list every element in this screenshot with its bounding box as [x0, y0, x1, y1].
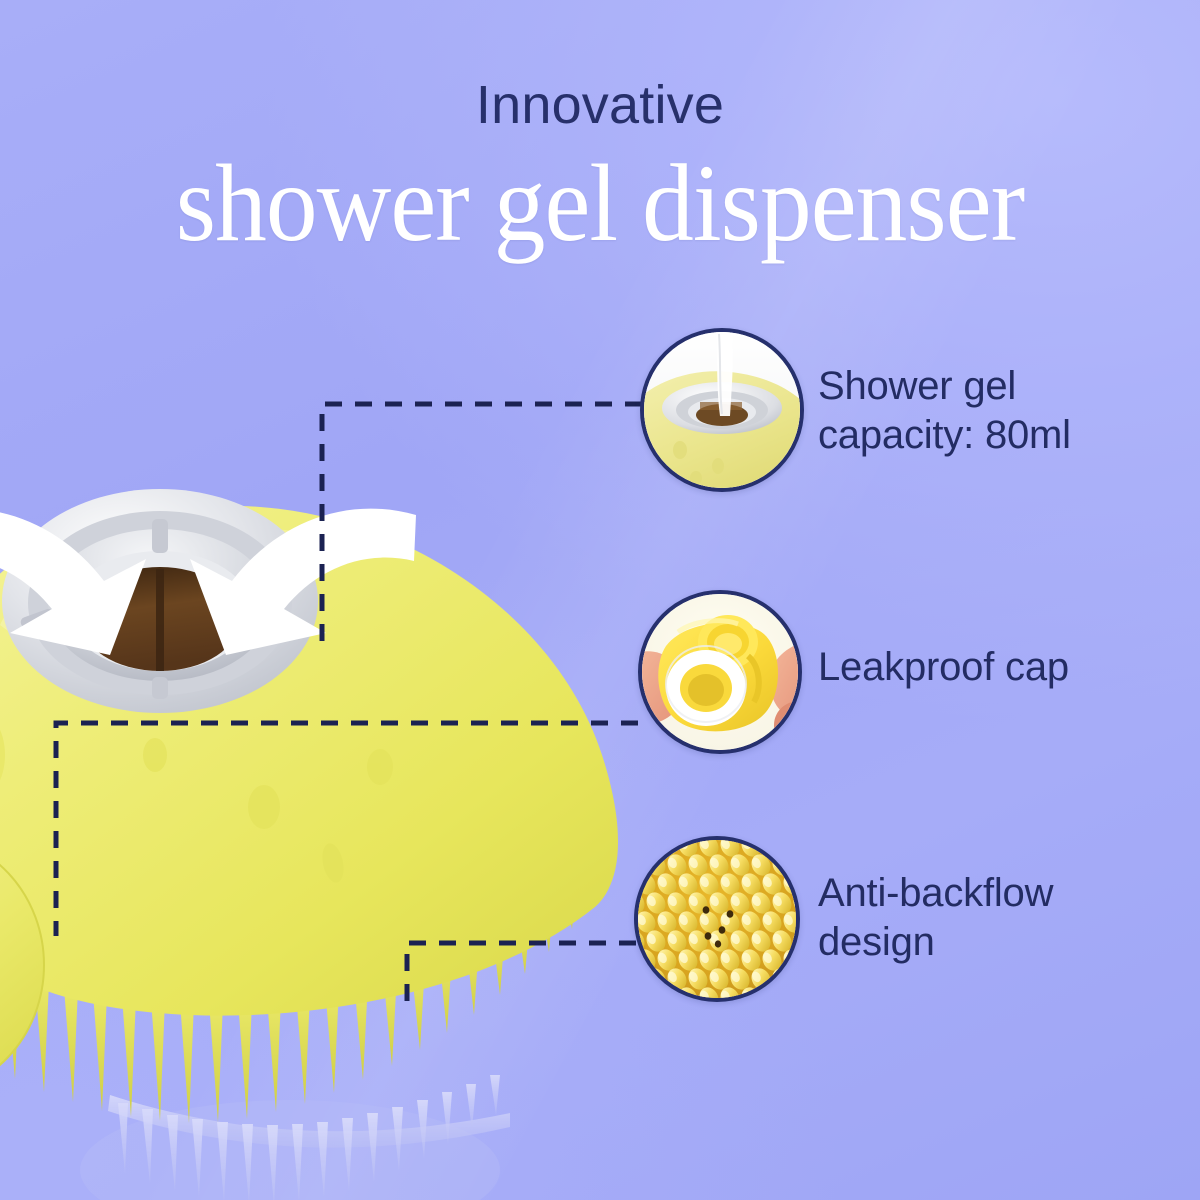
leakproof-cap-photo [638, 590, 802, 754]
product-cap-disc [0, 863, 45, 1067]
feature-label-antibackflow: Anti-backflow design [818, 871, 1054, 964]
title-block: Innovative shower gel dispenser [0, 0, 1200, 258]
product-reflection [80, 1075, 510, 1200]
eyebrow-text: Innovative [475, 75, 725, 135]
fill-direction-arrow-left [0, 512, 146, 655]
gel-filling-port-photo [640, 328, 804, 492]
page-title: shower gel dispenser [175, 142, 1025, 264]
feature-label-capacity: Shower gel capacity: 80ml [818, 364, 1071, 457]
product-image [0, 455, 680, 1200]
feature-label-leakproof: Leakproof cap [818, 645, 1069, 689]
silicone-nubs-macro-photo [634, 836, 800, 1002]
